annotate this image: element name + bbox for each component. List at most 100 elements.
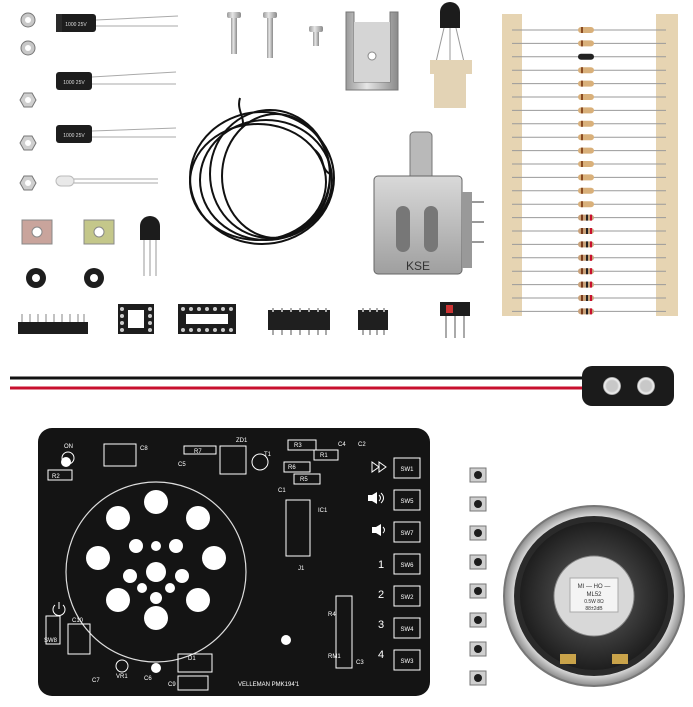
resistor-row [512, 147, 666, 154]
resistor-row [512, 201, 666, 208]
mount-hole [281, 635, 291, 645]
tactile-button [469, 525, 487, 541]
resistor-row [512, 94, 666, 100]
resistor-row [512, 134, 666, 141]
pcb-brand-text: VELLEMAN PMK194'1 [238, 682, 300, 688]
tactile-button [469, 554, 487, 570]
pcb-label-r7: R7 [194, 449, 202, 455]
pcb-switch-label: SW5 [400, 499, 414, 505]
wire-coil [189, 97, 335, 245]
pcb-switch-footprint: SW2 [393, 585, 421, 607]
tactile-button [469, 496, 487, 512]
pcb-switch-label: SW6 [400, 563, 414, 569]
resistor-tape-strip [502, 14, 678, 316]
mount-hole [151, 663, 161, 673]
resistor-row [512, 107, 666, 114]
pcb-number-label: 2 [378, 589, 384, 601]
pcb-label-j1: J1 [298, 566, 305, 572]
pcb-label-r3: R3 [294, 443, 302, 449]
resistor-row [512, 254, 666, 261]
resistor-row [512, 120, 666, 127]
speaker-label-line2: ML52 [586, 592, 602, 598]
speaker-label-line3: 0.5W 8Ω [584, 599, 604, 605]
resistor-row [512, 161, 666, 167]
ic-chip-8 [358, 308, 388, 335]
tactile-buttons [469, 467, 487, 686]
tactile-button [469, 467, 487, 483]
electrolytic-capacitors: 1000 25V 1000 25V 1000 25V [56, 14, 179, 143]
pcb-label-c6: C6 [144, 676, 152, 682]
resistor-network [18, 314, 88, 334]
pcb-label-c1: C1 [278, 488, 286, 494]
pcb-label-d1: D1 [188, 656, 196, 662]
pcb-switch-label: SW1 [400, 467, 414, 473]
washer-group [20, 12, 36, 56]
mounting-brackets [21, 219, 115, 245]
pcb-numbers: 1 2 3 4 [378, 559, 384, 661]
pcb-label-c3: C3 [356, 660, 364, 666]
pcb-switch-footprint: SW3 [393, 649, 421, 671]
ic-socket-8 [118, 304, 154, 334]
resistor-rows [512, 27, 666, 315]
tactile-button [469, 583, 487, 599]
speaker-label-line4: 88±2dB [585, 606, 603, 612]
pcb-switch-footprint: SW6 [393, 553, 421, 575]
speaker-outline [65, 481, 247, 663]
battery-clip [10, 366, 674, 406]
pcb-label-zd1: ZD1 [236, 438, 248, 444]
resistor-row [512, 214, 666, 221]
slide-switch [440, 302, 470, 338]
pcb-label-ic1: IC1 [318, 508, 328, 514]
pcb-switch-label: SW4 [400, 627, 414, 633]
mount-hole [61, 457, 71, 467]
pcb-label-r4: R4 [328, 612, 336, 618]
capacitor-marking-2: 1000 25V [63, 80, 85, 86]
pcb-label-sw8: SW8 [44, 638, 58, 644]
volume-low-icon [372, 524, 385, 536]
pcb-switch-footprint: SW4 [393, 617, 421, 639]
ic-chip-14 [268, 308, 330, 335]
speaker-label-line1: MI — HO — [578, 584, 611, 590]
pcb-label-rm1: RM1 [328, 654, 341, 660]
resistor-row [512, 40, 666, 47]
resistor-row [512, 67, 666, 74]
pcb-label-c4: C4 [338, 442, 346, 448]
pcb-switch-footprint: SW7 [393, 521, 421, 543]
pcb-number-label: 1 [378, 559, 384, 571]
small-transistor [140, 216, 160, 276]
tactile-button [469, 670, 487, 686]
pcb-label-c5: C5 [178, 462, 186, 468]
heatsink-bracket [345, 11, 399, 91]
pcb-label-vr1: VR1 [116, 674, 128, 680]
pcb-switch-label: SW3 [400, 659, 414, 665]
screws [227, 12, 323, 58]
tactile-button [469, 612, 487, 628]
pcb-switch-label: SW7 [400, 531, 414, 537]
resistor-row [512, 80, 666, 87]
pcb-label-r5: R5 [300, 477, 308, 483]
pcb-switch-label: SW2 [400, 595, 414, 601]
tactile-button [469, 641, 487, 657]
resistor-row [512, 295, 666, 301]
pcb-label-r1: R1 [320, 453, 328, 459]
pcb-label-r6: R6 [288, 465, 296, 471]
resistor-row [512, 187, 666, 194]
pcb-number-label: 4 [378, 649, 384, 661]
resistor-row [512, 268, 666, 275]
pcb-number-label: 3 [378, 619, 384, 631]
pcb-label-c2: C2 [358, 442, 366, 448]
resistor-row [512, 241, 666, 248]
resistor-row [512, 281, 666, 288]
pcb-switch-footprint: SW1 [393, 457, 421, 479]
speaker-holes [86, 490, 226, 630]
nut-group [19, 92, 37, 191]
pcb-label-c10: C10 [72, 618, 84, 624]
pcb-label-r2: R2 [52, 474, 60, 480]
resistor-row [512, 308, 666, 315]
pcb-label-c8: C8 [140, 446, 148, 452]
ic-socket-14 [178, 304, 236, 334]
resistor-row [512, 27, 666, 33]
